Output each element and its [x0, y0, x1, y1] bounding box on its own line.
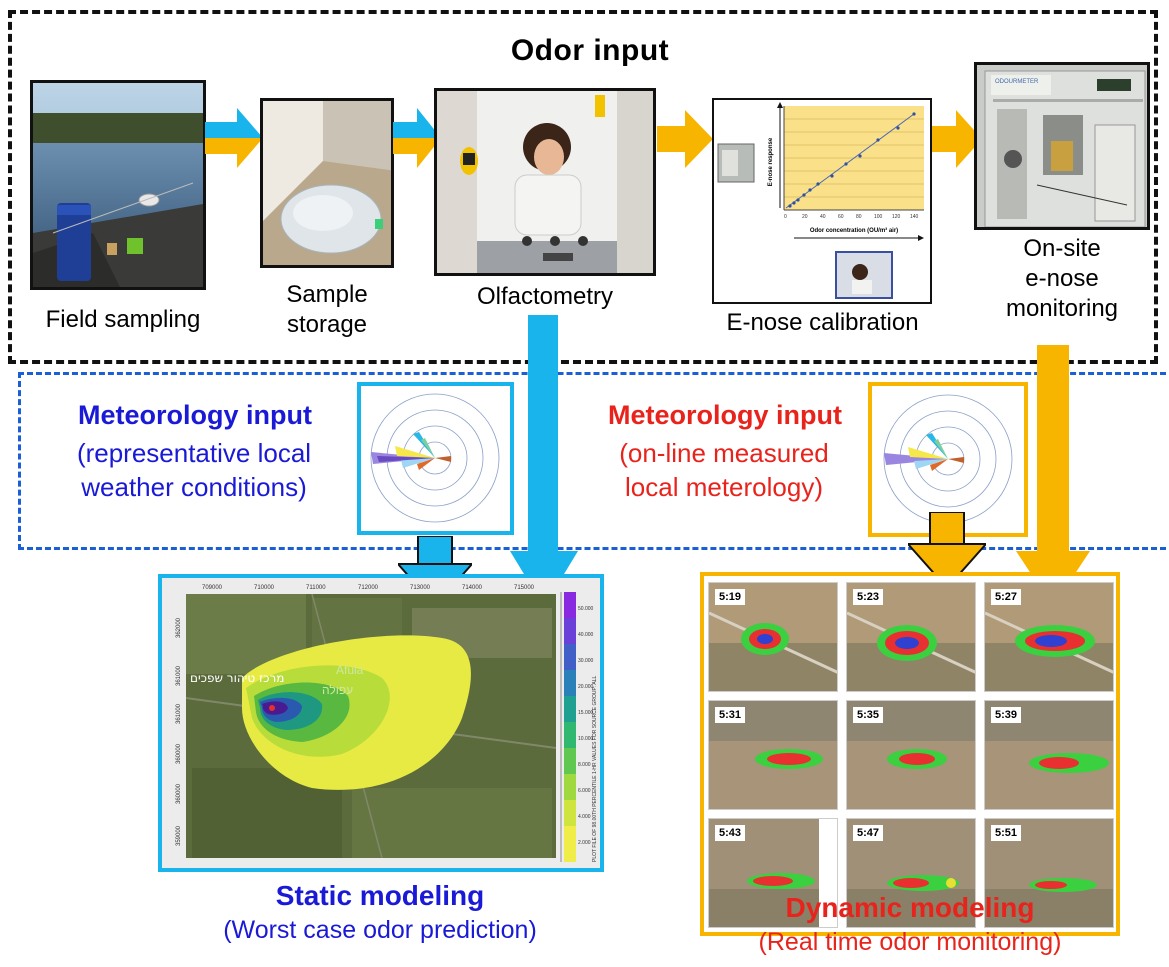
- y-tick: 360000: [176, 743, 182, 764]
- x-tick: 140: [910, 214, 919, 220]
- device-brand: ODOURMETER: [995, 79, 1039, 85]
- calibration-ylabel: E-nose response: [768, 137, 774, 186]
- on-site-e-nose-label: On-site e-nose monitoring: [1005, 235, 1119, 322]
- calibration-xlabel: Odor concentration (OU/m³ air): [810, 227, 898, 234]
- y-tick: 361000: [176, 703, 182, 724]
- tile-time: 5:35: [853, 707, 884, 723]
- tile-time: 5:51: [991, 825, 1022, 841]
- dynamic-tile: 5:47: [846, 818, 976, 928]
- olfactometry-label: Olfactometry: [476, 283, 614, 310]
- colorbar-tick: 30.000: [578, 658, 594, 664]
- x-tick: 711000: [306, 585, 326, 591]
- place-label-afula: Afula: [336, 663, 364, 677]
- y-tick: 359000: [176, 825, 182, 846]
- dynamic-modeling-title: Dynamic modeling: [785, 892, 1035, 923]
- colorbar-tick: 8.000: [578, 762, 591, 768]
- odor-input-title: Odor input: [510, 34, 670, 67]
- field-sampling-label: Field sampling: [45, 306, 201, 333]
- on-site-e-nose-photo: ODOURMETER: [974, 62, 1150, 230]
- dynamic-modeling-subtitle: (Real time odor monitoring): [758, 928, 1062, 956]
- static-modeling-title: Static modeling: [275, 880, 485, 911]
- meteorology-input-frame: [18, 372, 1166, 550]
- odor-input-frame: [8, 10, 1158, 364]
- arrow-monitoring-to-dynamic: [1016, 345, 1090, 607]
- tile-time: 5:27: [991, 589, 1022, 605]
- dynamic-tile: 5:35: [846, 700, 976, 810]
- static-modeling-subtitle: (Worst case odor prediction): [223, 916, 537, 944]
- colorbar-tick: 2.000: [578, 840, 591, 846]
- field-sampling-photo: [30, 80, 206, 290]
- x-tick: 715000: [514, 585, 535, 591]
- e-nose-calibration-panel: E-nose response Odor concentration (OU/m…: [712, 98, 932, 304]
- dynamic-tile: 5:19: [708, 582, 838, 692]
- colorbar-tick: 40.000: [578, 632, 594, 638]
- tile-time: 5:47: [853, 825, 884, 841]
- x-tick: 100: [874, 214, 883, 220]
- colorbar-label: PLOT FILE OF 98.00TH PERCENTILE 1-HR VAL…: [592, 676, 598, 862]
- meteorology-left-title: Meteorology input: [78, 400, 312, 430]
- meteorology-right-title: Meteorology input: [608, 400, 842, 430]
- tile-time: 5:19: [715, 589, 746, 605]
- colorbar-tick: 50.000: [578, 606, 594, 612]
- x-tick: 710000: [254, 585, 275, 591]
- olfactometry-photo: [434, 88, 656, 276]
- e-nose-calibration-label: E-nose calibration: [726, 309, 919, 336]
- x-tick: 714000: [462, 585, 483, 591]
- arrow-calibration-to-monitoring: [932, 110, 982, 168]
- arrow-sampling-to-storage: [205, 108, 263, 168]
- tile-time: 5:43: [715, 825, 746, 841]
- arrow-olfactometry-to-static: [510, 315, 578, 607]
- dynamic-tile: 5:23: [846, 582, 976, 692]
- sample-storage-photo: [260, 98, 394, 268]
- static-model-map: Afula עפולה מרכז טיהור שפכים 709000 7100…: [158, 574, 604, 872]
- x-tick: 0: [784, 214, 787, 220]
- sample-storage-label: Sample storage: [286, 281, 368, 338]
- dynamic-tile: 5:51: [984, 818, 1114, 928]
- dynamic-tile: 5:27: [984, 582, 1114, 692]
- y-tick: 360000: [176, 783, 182, 804]
- arrow-storage-to-olfactometry: [393, 108, 441, 168]
- tile-time: 5:39: [991, 707, 1022, 723]
- meteorology-left-subtitle: (representative local weather conditions…: [76, 438, 312, 502]
- colorbar-tick: 6.000: [578, 788, 591, 794]
- place-label-afula-he: עפולה: [322, 683, 353, 697]
- dynamic-tile: 5:39: [984, 700, 1114, 810]
- x-tick: 20: [802, 214, 808, 220]
- colorbar: [564, 592, 576, 862]
- x-tick: 40: [820, 214, 826, 220]
- dynamic-tile: 5:43: [708, 818, 838, 928]
- dynamic-tile: 5:31: [708, 700, 838, 810]
- y-tick: 362000: [176, 617, 182, 638]
- colorbar-tick: 10.000: [578, 736, 594, 742]
- colorbar-tick: 4.000: [578, 814, 591, 820]
- x-tick: 712000: [358, 585, 379, 591]
- arrow-rose-right-to-dynamic: [908, 512, 986, 588]
- x-tick: 60: [838, 214, 844, 220]
- x-tick: 709000: [202, 585, 223, 591]
- x-tick: 120: [892, 214, 901, 220]
- tile-time: 5:23: [853, 589, 884, 605]
- tile-time: 5:31: [715, 707, 746, 723]
- wind-rose-left: [357, 382, 514, 535]
- colorbar-tick: 20.000: [578, 684, 594, 690]
- x-tick: 713000: [410, 585, 431, 591]
- meteorology-right-subtitle: (on-line measured local meterology): [619, 438, 829, 502]
- wastewater-plant-label: מרכז טיהור שפכים: [190, 671, 284, 685]
- x-tick: 80: [856, 214, 862, 220]
- y-tick: 361000: [176, 665, 182, 686]
- arrow-olfactometry-to-calibration: [657, 110, 713, 168]
- colorbar-tick: 15.000: [578, 710, 594, 716]
- dynamic-model-grid: 5:19 5:23 5:27 5:31 5:35 5:39 5:43 5:47 …: [700, 572, 1120, 936]
